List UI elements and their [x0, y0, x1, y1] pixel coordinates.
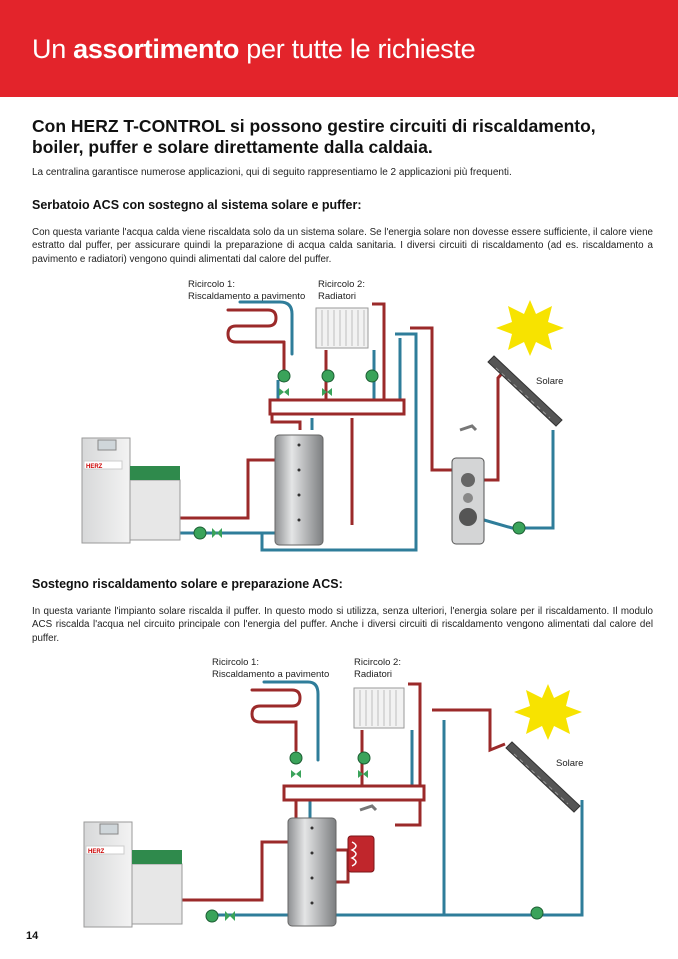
pump-icon: [193, 369, 526, 540]
intro-text: La centralina garantisce numerose applic…: [32, 167, 512, 178]
sun-icon: [514, 684, 582, 740]
circuit2-label-line1: Ricircolo 2:: [318, 279, 365, 290]
manifold: [282, 784, 426, 802]
floor-heating-coil: [226, 300, 294, 372]
pump-icon: [205, 751, 544, 923]
pellet-boiler: HERZ: [83, 821, 183, 928]
solar-panel: [505, 741, 581, 813]
circuit1-label-line2: Riscaldamento a pavimento: [188, 291, 305, 302]
section2-text: In questa variante l'impianto solare ris…: [32, 606, 653, 644]
manifold: [268, 398, 406, 416]
puffer-tank: [287, 817, 337, 927]
circuit2-label-line1: Ricircolo 2:: [354, 657, 401, 668]
circuit1-label-line1: Ricircolo 1:: [188, 279, 235, 290]
solar-panel: [487, 355, 563, 427]
diagram-solar-acs-puffer: Ricircolo 1: Riscaldamento a pavimento R…: [81, 279, 564, 552]
valve-icon: [225, 770, 368, 921]
puffer-tank: [274, 434, 324, 546]
circuit1-label-line2: Riscaldamento a pavimento: [212, 669, 329, 680]
section1-text: Con questa variante l'acqua calda viene …: [32, 227, 653, 265]
section1-title: Serbatoio ACS con sostegno al sistema so…: [32, 198, 362, 212]
headline: Con HERZ T-CONTROL si possono gestire ci…: [32, 116, 596, 157]
solar-label: Solare: [536, 376, 563, 387]
svg-text:HERZ: HERZ: [86, 464, 103, 470]
section2-title: Sostegno riscaldamento solare e preparaz…: [32, 577, 343, 591]
diagram-solar-heating-acs: Ricircolo 1: Riscaldamento a pavimento R…: [83, 657, 584, 928]
acs-tank: [451, 424, 485, 545]
svg-text:HERZ: HERZ: [88, 849, 105, 855]
circuit2-label-line2: Radiatori: [318, 291, 356, 302]
circuit1-label-line1: Ricircolo 1:: [212, 657, 259, 668]
acs-module: [347, 804, 378, 873]
pellet-boiler: HERZ: [81, 437, 181, 544]
radiator: [353, 687, 405, 729]
circuit2-label-line2: Radiatori: [354, 669, 392, 680]
solar-label: Solare: [556, 758, 583, 769]
floor-heating-coil: [250, 680, 320, 762]
page-number: 14: [26, 930, 39, 942]
radiator: [315, 307, 369, 349]
header-banner: Un assortimento per tutte le richieste: [0, 0, 678, 97]
valve-icon: [212, 388, 332, 538]
page-title: Un assortimento per tutte le richieste: [32, 34, 476, 64]
sun-icon: [496, 300, 564, 356]
